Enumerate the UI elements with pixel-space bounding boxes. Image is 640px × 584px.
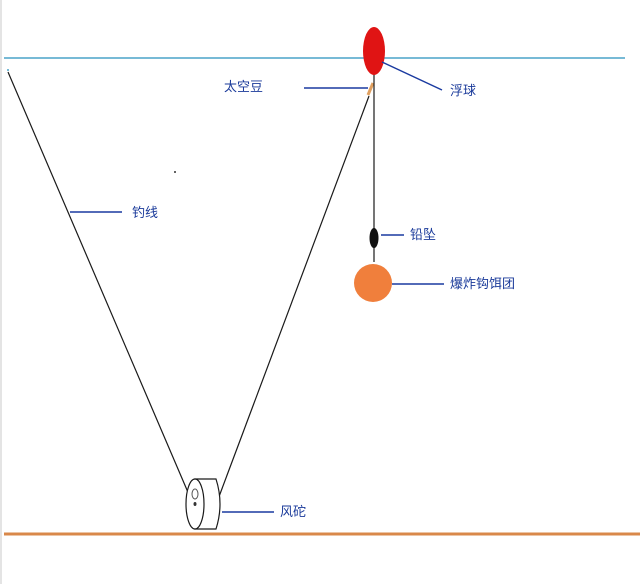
label-float: 浮球 <box>450 84 477 99</box>
kite-reel <box>185 478 221 530</box>
label-space-bean: 太空豆 <box>224 80 264 95</box>
space-bean <box>366 82 375 96</box>
shore-dot <box>7 69 9 71</box>
bait-ball <box>354 264 392 302</box>
fishing-line-right <box>216 95 370 503</box>
stray-dot <box>174 171 176 173</box>
fishing-line-left <box>7 71 194 505</box>
label-lead-sinker: 铅坠 <box>410 228 437 243</box>
label-fishing-line: 钓线 <box>132 206 159 221</box>
leader-float <box>381 61 443 91</box>
label-explosive-hook-bait: 爆炸钩饵团 <box>450 277 516 292</box>
label-kite-reel: 风砣 <box>280 505 307 520</box>
float-ball <box>363 27 385 75</box>
lead-sinker <box>369 228 379 248</box>
